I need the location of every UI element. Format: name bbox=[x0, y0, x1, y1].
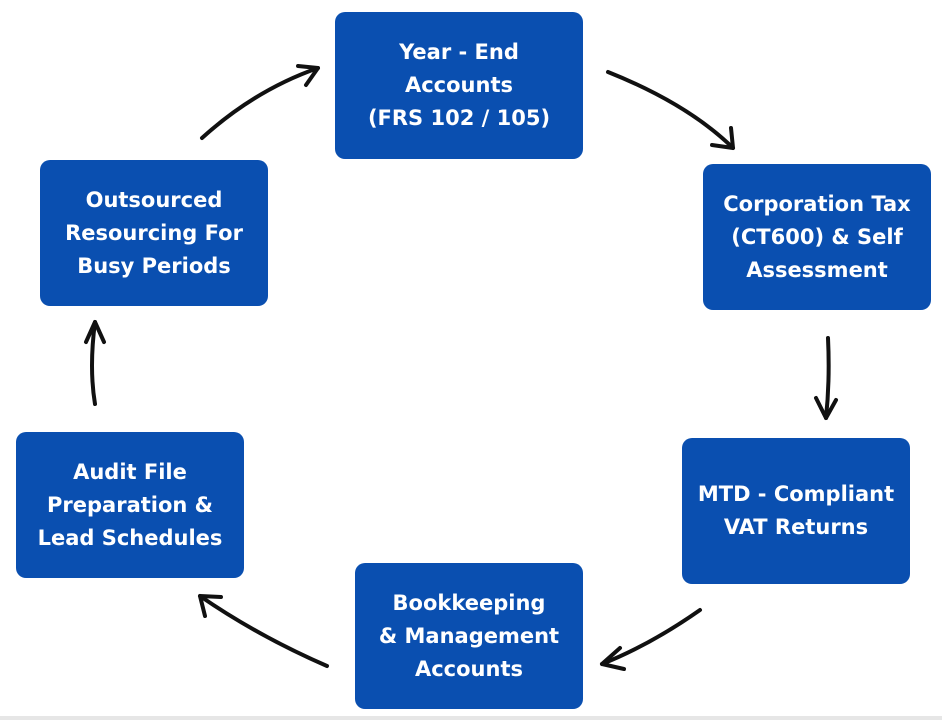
node-line: VAT Returns bbox=[723, 515, 869, 539]
node-line: Resourcing For bbox=[65, 220, 243, 245]
arrow-year-end-to-corp-tax bbox=[606, 70, 735, 150]
node-line: (CT600) & Self bbox=[731, 224, 903, 249]
node-year-end-accounts: Year - End Accounts (FRS 102 / 105) bbox=[335, 12, 583, 159]
node-bookkeeping: Bookkeeping & Management Accounts bbox=[355, 563, 583, 709]
node-line: & Management bbox=[378, 623, 560, 648]
node-line: Outsourced bbox=[85, 187, 223, 212]
arrow-mtd-vat-to-bookkeeping bbox=[600, 608, 702, 671]
arrow-corp-tax-to-mtd-vat bbox=[814, 336, 838, 420]
node-line: Preparation & bbox=[47, 492, 213, 517]
arrow-outsourced-to-year-end bbox=[200, 64, 320, 140]
node-line: Year - End bbox=[399, 40, 519, 64]
node-line: Accounts bbox=[414, 656, 523, 681]
node-line: Assessment bbox=[746, 257, 888, 282]
node-line: MTD - Compliant bbox=[697, 482, 895, 506]
node-audit-file-preparation: Audit File Preparation & Lead Schedules bbox=[16, 432, 244, 578]
node-line: Accounts bbox=[404, 73, 513, 97]
node-line: (FRS 102 / 105) bbox=[367, 106, 551, 130]
node-mtd-vat-returns: MTD - Compliant VAT Returns bbox=[682, 438, 910, 584]
node-line: Corporation Tax bbox=[723, 191, 911, 216]
node-line: Busy Periods bbox=[77, 253, 231, 278]
node-line: Bookkeeping bbox=[392, 590, 546, 615]
arrow-audit-to-outsourced bbox=[84, 320, 106, 406]
node-outsourced-resourcing: Outsourced Resourcing For Busy Periods bbox=[40, 160, 268, 306]
node-line: Audit File bbox=[73, 459, 187, 484]
arrow-bookkeeping-to-audit bbox=[198, 594, 329, 668]
node-corporation-tax: Corporation Tax (CT600) & Self Assessmen… bbox=[703, 164, 931, 310]
bottom-divider bbox=[0, 716, 942, 720]
node-line: Lead Schedules bbox=[37, 525, 223, 550]
